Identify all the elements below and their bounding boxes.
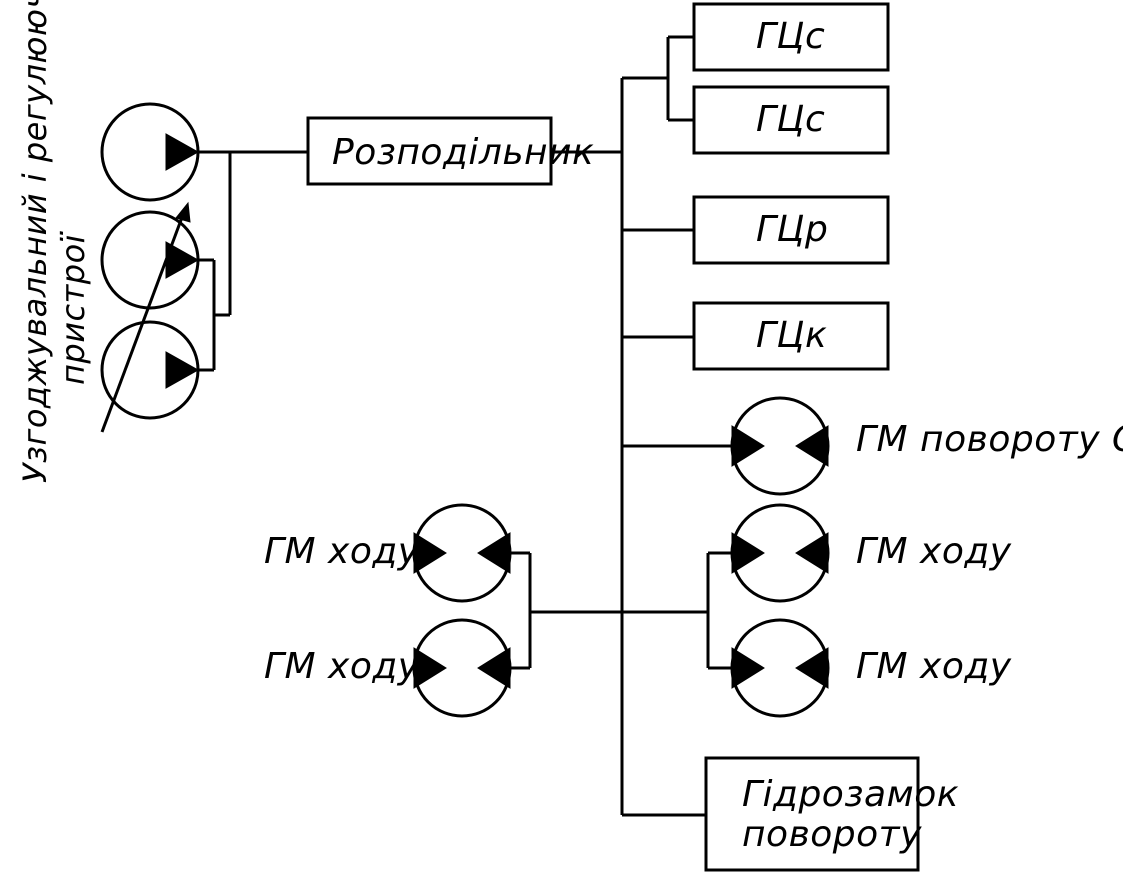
cylinder-box-s2	[692, 85, 890, 155]
cylinder-box-r	[692, 195, 890, 265]
hydro-lock-box	[704, 756, 920, 872]
motor-right-1-triangle-right	[795, 532, 829, 574]
cylinder-label-k: ГЦк	[756, 315, 827, 356]
cylinder-box-k	[692, 301, 890, 371]
cylinder-label-s1: ГЦс	[756, 16, 825, 57]
motor-left-1	[412, 503, 512, 603]
pump-triangle-1	[165, 133, 200, 171]
motor-left-1-triangle-right	[477, 532, 511, 574]
motor-left-2	[412, 618, 512, 718]
motor-right-1-triangle-left	[731, 532, 765, 574]
motor-left-2-triangle-left	[413, 647, 447, 689]
adjust-arrow-line	[100, 211, 186, 433]
cylinder-label-s2: ГЦс	[756, 99, 825, 140]
side-label-line1: Узгоджувальний і регулюючі	[16, 0, 54, 483]
motor-turn-triangle-right	[795, 425, 829, 467]
motor-right-2-triangle-left	[731, 647, 765, 689]
cylinder-label-r: ГЦр	[756, 209, 828, 250]
side-label-line2: пристрої	[54, 230, 92, 385]
motor-left-2-triangle-right	[477, 647, 511, 689]
motor-right-1-label: ГМ ходу	[856, 531, 1012, 572]
motor-right-2-triangle-right	[795, 647, 829, 689]
motor-turn-triangle-left	[731, 425, 765, 467]
motor-turn	[730, 396, 830, 496]
cylinder-box-s1	[692, 2, 890, 72]
motor-left-1-triangle-left	[413, 532, 447, 574]
pump-triangle-3	[165, 351, 200, 389]
motor-turn-label: ГМ повороту ОПК	[856, 419, 1123, 460]
motor-right-2-label: ГМ ходу	[856, 646, 1012, 687]
motor-left-2-label: ГМ ходу	[264, 646, 420, 687]
motor-left-1-label: ГМ ходу	[264, 531, 420, 572]
hydro-lock-label-line1: Гідрозамок	[742, 774, 959, 815]
distributor-label: Розподільник	[332, 132, 594, 173]
pump-group	[100, 102, 308, 433]
motor-right-2	[730, 618, 830, 718]
motor-right-1	[730, 503, 830, 603]
hydro-lock-label-line2: повороту	[742, 814, 922, 855]
adjust-arrow-head	[175, 201, 191, 223]
distributor-box	[306, 116, 553, 186]
